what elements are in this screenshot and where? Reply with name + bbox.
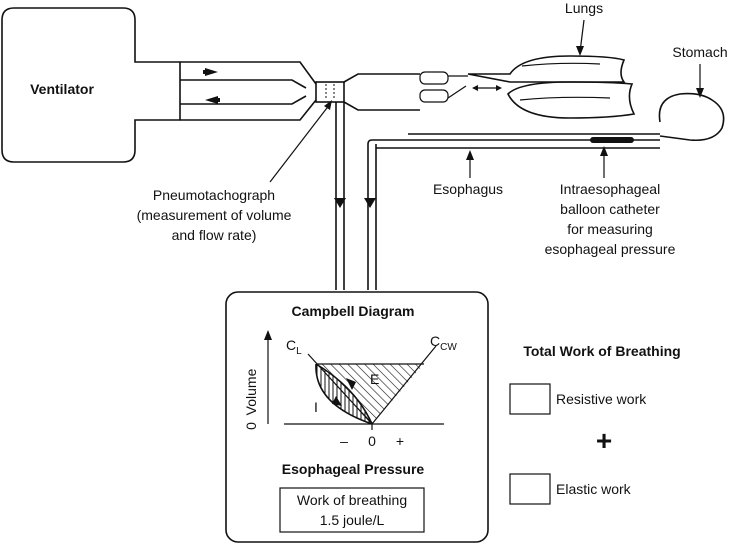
x-axis-label: Esophageal Pressure bbox=[282, 461, 425, 477]
lungs: Lungs bbox=[467, 0, 636, 119]
svg-text:for measuring: for measuring bbox=[567, 221, 653, 237]
flow-arrows bbox=[203, 68, 502, 104]
svg-text:Work of breathing: Work of breathing bbox=[297, 492, 407, 508]
expiration-arrow bbox=[346, 378, 356, 390]
work-of-breathing-box bbox=[279, 487, 425, 533]
svg-text:Pneumotachograph: Pneumotachograph bbox=[153, 187, 275, 203]
resistive-swatch bbox=[509, 383, 551, 415]
svg-text:and flow rate): and flow rate) bbox=[172, 227, 257, 243]
stomach-label: Stomach bbox=[672, 44, 727, 60]
inspiratory-flow-arrow bbox=[205, 68, 218, 76]
resistive-label: Resistive work bbox=[556, 391, 647, 407]
esophagus-label: Esophagus bbox=[433, 150, 503, 197]
stomach: Stomach bbox=[658, 44, 728, 142]
svg-text:Esophagus: Esophagus bbox=[433, 181, 503, 197]
esophageal-catheter bbox=[367, 133, 660, 290]
ventilator-label: Ventilator bbox=[30, 81, 94, 97]
svg-text:+: + bbox=[396, 433, 404, 449]
expiratory-flow-arrow bbox=[205, 96, 218, 104]
plus-sign: + bbox=[596, 425, 612, 456]
cl-label: CL bbox=[286, 337, 302, 357]
elastic-swatch bbox=[509, 473, 551, 505]
lungs-label: Lungs bbox=[565, 0, 603, 16]
inspiration-arrow bbox=[332, 396, 342, 406]
pneumotachograph-label: Pneumotachograph (measurement of volume … bbox=[137, 100, 332, 243]
ccw-label: CCW bbox=[430, 333, 457, 353]
svg-text:1.5 joule/L: 1.5 joule/L bbox=[320, 512, 385, 528]
svg-text:0: 0 bbox=[368, 433, 376, 449]
catheter-label: Intraesophageal balloon catheter for mea… bbox=[545, 146, 676, 257]
ccw-line bbox=[371, 345, 437, 425]
campbell-title: Campbell Diagram bbox=[292, 303, 415, 319]
y-axis-label: Volume bbox=[243, 368, 259, 415]
legend-title: Total Work of Breathing bbox=[523, 343, 680, 359]
svg-text:(measurement of volume: (measurement of volume bbox=[137, 207, 292, 223]
e-label: E bbox=[370, 371, 379, 387]
campbell-diagram: Campbell Diagram Volume 0 – 0 + CL CCW E… bbox=[225, 291, 489, 543]
i-label: I bbox=[314, 399, 318, 415]
svg-text:balloon catheter: balloon catheter bbox=[560, 201, 660, 217]
legend: Total Work of Breathing Resistive work +… bbox=[509, 343, 681, 505]
svg-text:esophageal pressure: esophageal pressure bbox=[545, 241, 676, 257]
elastic-work-area bbox=[316, 364, 424, 424]
svg-text:0: 0 bbox=[243, 422, 259, 430]
ventilator: Ventilator bbox=[1, 7, 181, 163]
balloon bbox=[590, 137, 634, 143]
svg-text:Intraesophageal: Intraesophageal bbox=[560, 181, 660, 197]
pneumotachograph bbox=[315, 81, 345, 103]
signal-lines bbox=[334, 102, 376, 290]
elastic-label: Elastic work bbox=[556, 481, 632, 497]
svg-text:–: – bbox=[340, 433, 348, 449]
